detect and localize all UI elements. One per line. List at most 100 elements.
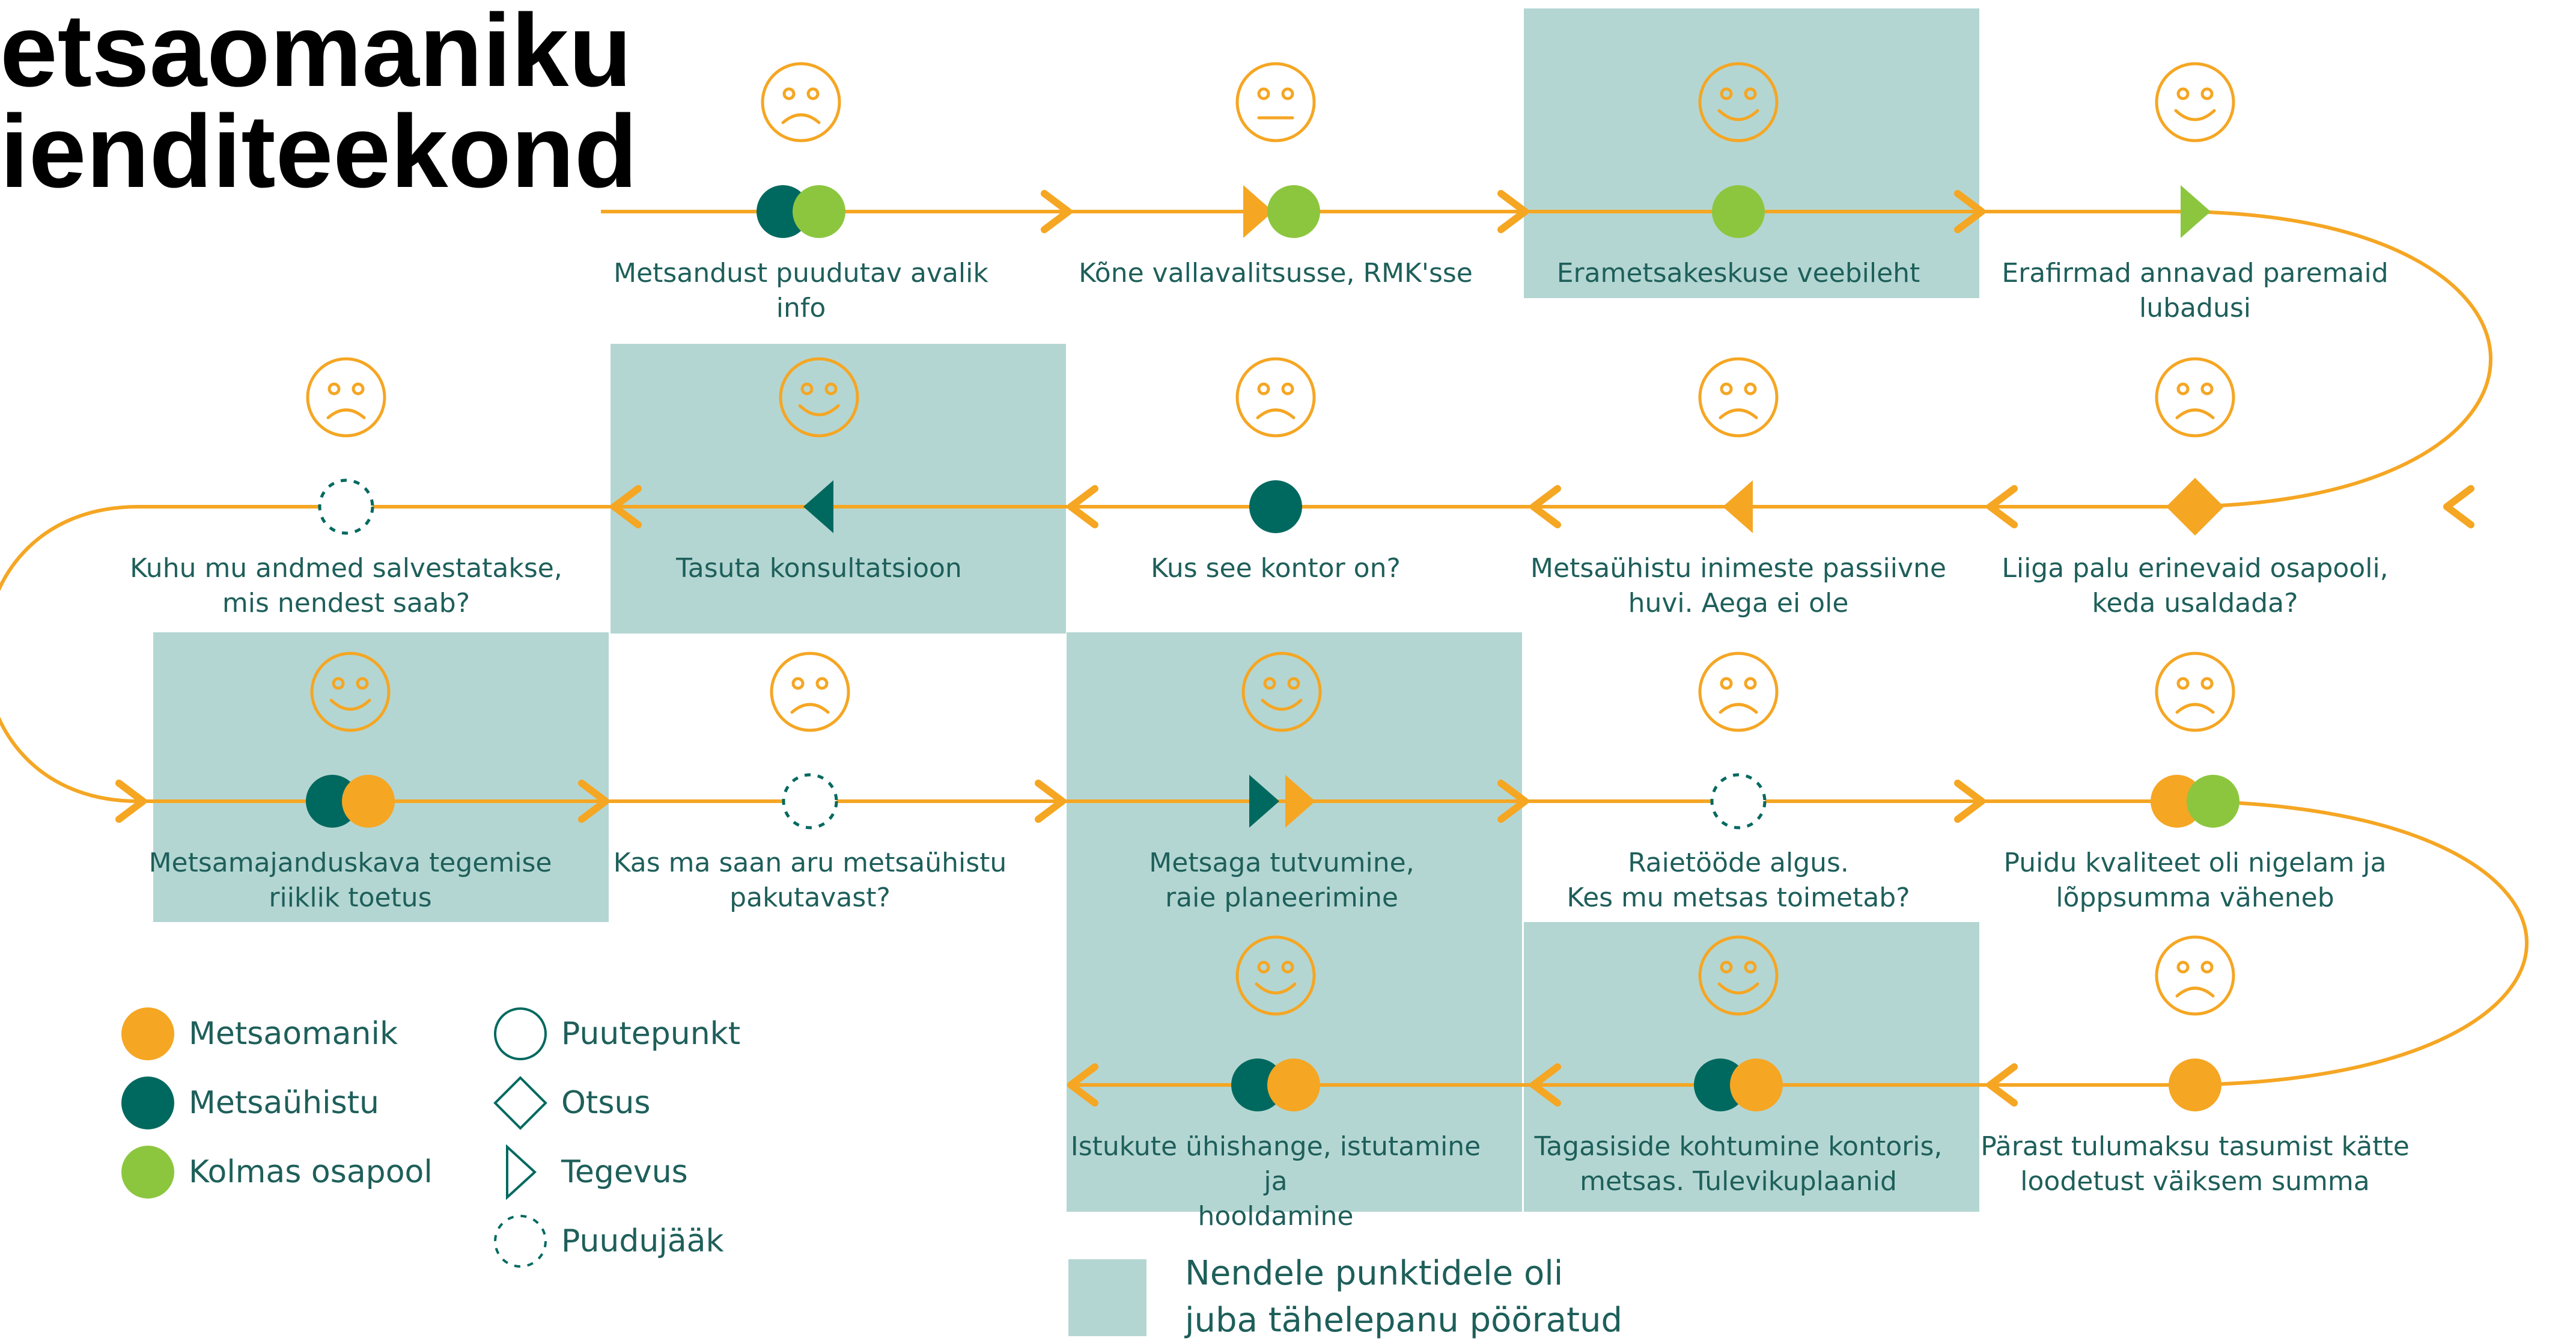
- path-arrow: [115, 780, 147, 823]
- dashed-circle-icon: [494, 1215, 547, 1268]
- kolmas_osapool-dot-icon: [121, 1146, 174, 1199]
- step-label-line: Tagasiside kohtumine kontoris,: [1534, 1131, 1943, 1162]
- path-arrow: [1067, 1063, 1098, 1107]
- step-label-line: Metsaga tutvumine,: [1149, 848, 1414, 878]
- step-label-line: Erafirmad annavad paremaid: [2002, 258, 2389, 289]
- step-label-s5: Liiga palu erinevaid osapooli,keda usald…: [1979, 551, 2411, 621]
- step-label-line: Kas ma saan aru metsaühistu: [613, 848, 1007, 878]
- mood-face-happy-icon: [310, 652, 391, 732]
- step-label-line: Liiga palu erinevaid osapooli,: [2002, 553, 2389, 584]
- metsaomanik-decision-marker: [2166, 478, 2224, 536]
- step-label-s10: Metsamajanduskava tegemise riiklik toetus: [134, 846, 567, 915]
- mood-face-happy-icon: [1241, 652, 1322, 732]
- legend-label: Metsaühistu: [189, 1085, 380, 1121]
- path-arrow: [578, 780, 609, 823]
- step-label-line: Istukute ühishange, istutamine ja: [1070, 1131, 1481, 1197]
- step-label-line: info: [776, 293, 826, 323]
- path-arrow: [1954, 190, 1985, 233]
- gap-marker: [318, 478, 374, 535]
- step-label-s13: Raietööde algus.Kes mu metsas toimetab?: [1522, 846, 1955, 915]
- step-label-line: Tasuta konsultatsioon: [676, 553, 962, 584]
- legend-label: Otsus: [561, 1085, 651, 1121]
- mood-face-happy-icon: [2155, 62, 2235, 142]
- mood-faces: [306, 62, 2235, 1016]
- step-label-line: huvi. Aega ei ole: [1628, 588, 1849, 619]
- mood-face-happy-icon: [1698, 62, 1779, 142]
- step-label-line: Metsandust puudutav avalik: [614, 258, 988, 289]
- triangle-outline-icon: [506, 1144, 537, 1200]
- legend-label: Metsaomanik: [189, 1016, 398, 1052]
- metsaomanik-marker: [342, 775, 395, 828]
- step-label-s9: Kuhu mu andmed salvestatakse, mis nendest…: [130, 551, 562, 621]
- legend-item-kolmas_osapool: Kolmas osapool: [120, 1145, 433, 1199]
- diamond-outline-icon: [493, 1076, 547, 1130]
- path-arrow: [1035, 780, 1066, 823]
- legend-item-metsauhistu: Metsaühistu: [120, 1076, 379, 1130]
- legend-item-metsaomanik: Metsaomanik: [120, 1007, 398, 1061]
- path-arrow: [2443, 485, 2474, 528]
- step-label-line: Erametsakeskuse veebileht: [1556, 258, 1920, 289]
- highlight-note-line-2: juba tähelepanu pööratud: [1185, 1301, 1622, 1340]
- kolmas_osapool-marker: [793, 185, 845, 238]
- step-label-s11: Kas ma saan aru metsaühistu pakutavast?: [594, 846, 1026, 915]
- mood-face-sad-icon: [2155, 652, 2235, 732]
- step-label-line: riiklik toetus: [269, 882, 432, 913]
- legend-label: Puutepunkt: [561, 1016, 741, 1052]
- title-line-2: ienditeekond: [0, 94, 638, 209]
- path-arrow: [1067, 485, 1098, 528]
- step-label-line: lõppsumma väheneb: [2056, 882, 2334, 913]
- step-label-line: Pärast tulumaksu tasumist kätte: [1981, 1131, 2410, 1162]
- metsaomanik-action-marker: [1285, 775, 1315, 828]
- highlight-box-s3: [1524, 8, 1979, 298]
- gap-marker: [1710, 773, 1767, 829]
- mood-face-sad-icon: [761, 62, 841, 142]
- metsauhistu-action-marker: [803, 480, 833, 533]
- step-label-line: Kuhu mu andmed salvestatakse,: [130, 553, 562, 584]
- metsauhistu-dot-icon: [121, 1077, 174, 1129]
- mood-face-sad-icon: [306, 357, 386, 438]
- kolmas_osapool-marker: [1267, 185, 1320, 238]
- step-label-s14: Puidu kvaliteet oli nigelam ja lõppsumma …: [1979, 846, 2411, 915]
- step-label-line: Raietööde algus.: [1628, 848, 1849, 878]
- step-label-line: Metsaühistu inimeste passiivne: [1530, 553, 1946, 584]
- mood-face-happy-icon: [1698, 935, 1779, 1016]
- path-arrow: [1954, 780, 1985, 823]
- mood-face-sad-icon: [1698, 652, 1779, 732]
- highlight-box-s10: [153, 632, 609, 922]
- kolmas_osapool-marker: [2187, 775, 2240, 828]
- step-label-s12: Metsaga tutvumine, raie planeerimine: [1065, 846, 1498, 915]
- legend-item-puudujaak: Puudujääk: [493, 1214, 724, 1268]
- step-label-s1: Metsandust puudutav avalik info: [585, 256, 1017, 326]
- legend-item-tegevus: Tegevus: [493, 1144, 688, 1200]
- legend-label: Puudujääk: [561, 1223, 724, 1259]
- step-label-line: mis nendest saab?: [222, 588, 470, 619]
- step-label-line: metsas. Tulevikuplaanid: [1580, 1166, 1897, 1197]
- metsaomanik-marker: [2169, 1058, 2221, 1111]
- path-arrow: [1530, 1063, 1561, 1107]
- mood-face-sad-icon: [2155, 935, 2235, 1016]
- step-label-line: Kõne vallavalitsusse, RMK'sse: [1079, 258, 1473, 289]
- step-label-s8: Tasuta konsultatsioon: [603, 551, 1035, 586]
- step-label-line: pakutavast?: [729, 882, 891, 913]
- step-label-line: Puidu kvaliteet oli nigelam ja: [2003, 848, 2387, 878]
- metsaomanik-action-marker: [1243, 185, 1273, 238]
- step-label-line: raie planeerimine: [1165, 882, 1398, 913]
- path-arrows: [115, 190, 2474, 1107]
- path-arrow: [1041, 190, 1072, 233]
- mood-face-sad-icon: [770, 652, 850, 732]
- kolmas_osapool-action-marker: [2181, 185, 2211, 238]
- legend-label: Tegevus: [561, 1154, 688, 1190]
- step-label-s2: Kõne vallavalitsusse, RMK'sse: [1059, 256, 1492, 291]
- path-arrow: [1530, 485, 1561, 528]
- mood-face-sad-icon: [1235, 357, 1316, 438]
- mood-face-sad-icon: [1698, 357, 1779, 438]
- journey-path: [0, 210, 2529, 1087]
- metsauhistu-action-marker: [1249, 775, 1279, 828]
- step-label-line: Metsamajanduskava tegemise: [148, 848, 552, 878]
- highlight-note-line-1: Nendele punktidele oli: [1185, 1254, 1564, 1293]
